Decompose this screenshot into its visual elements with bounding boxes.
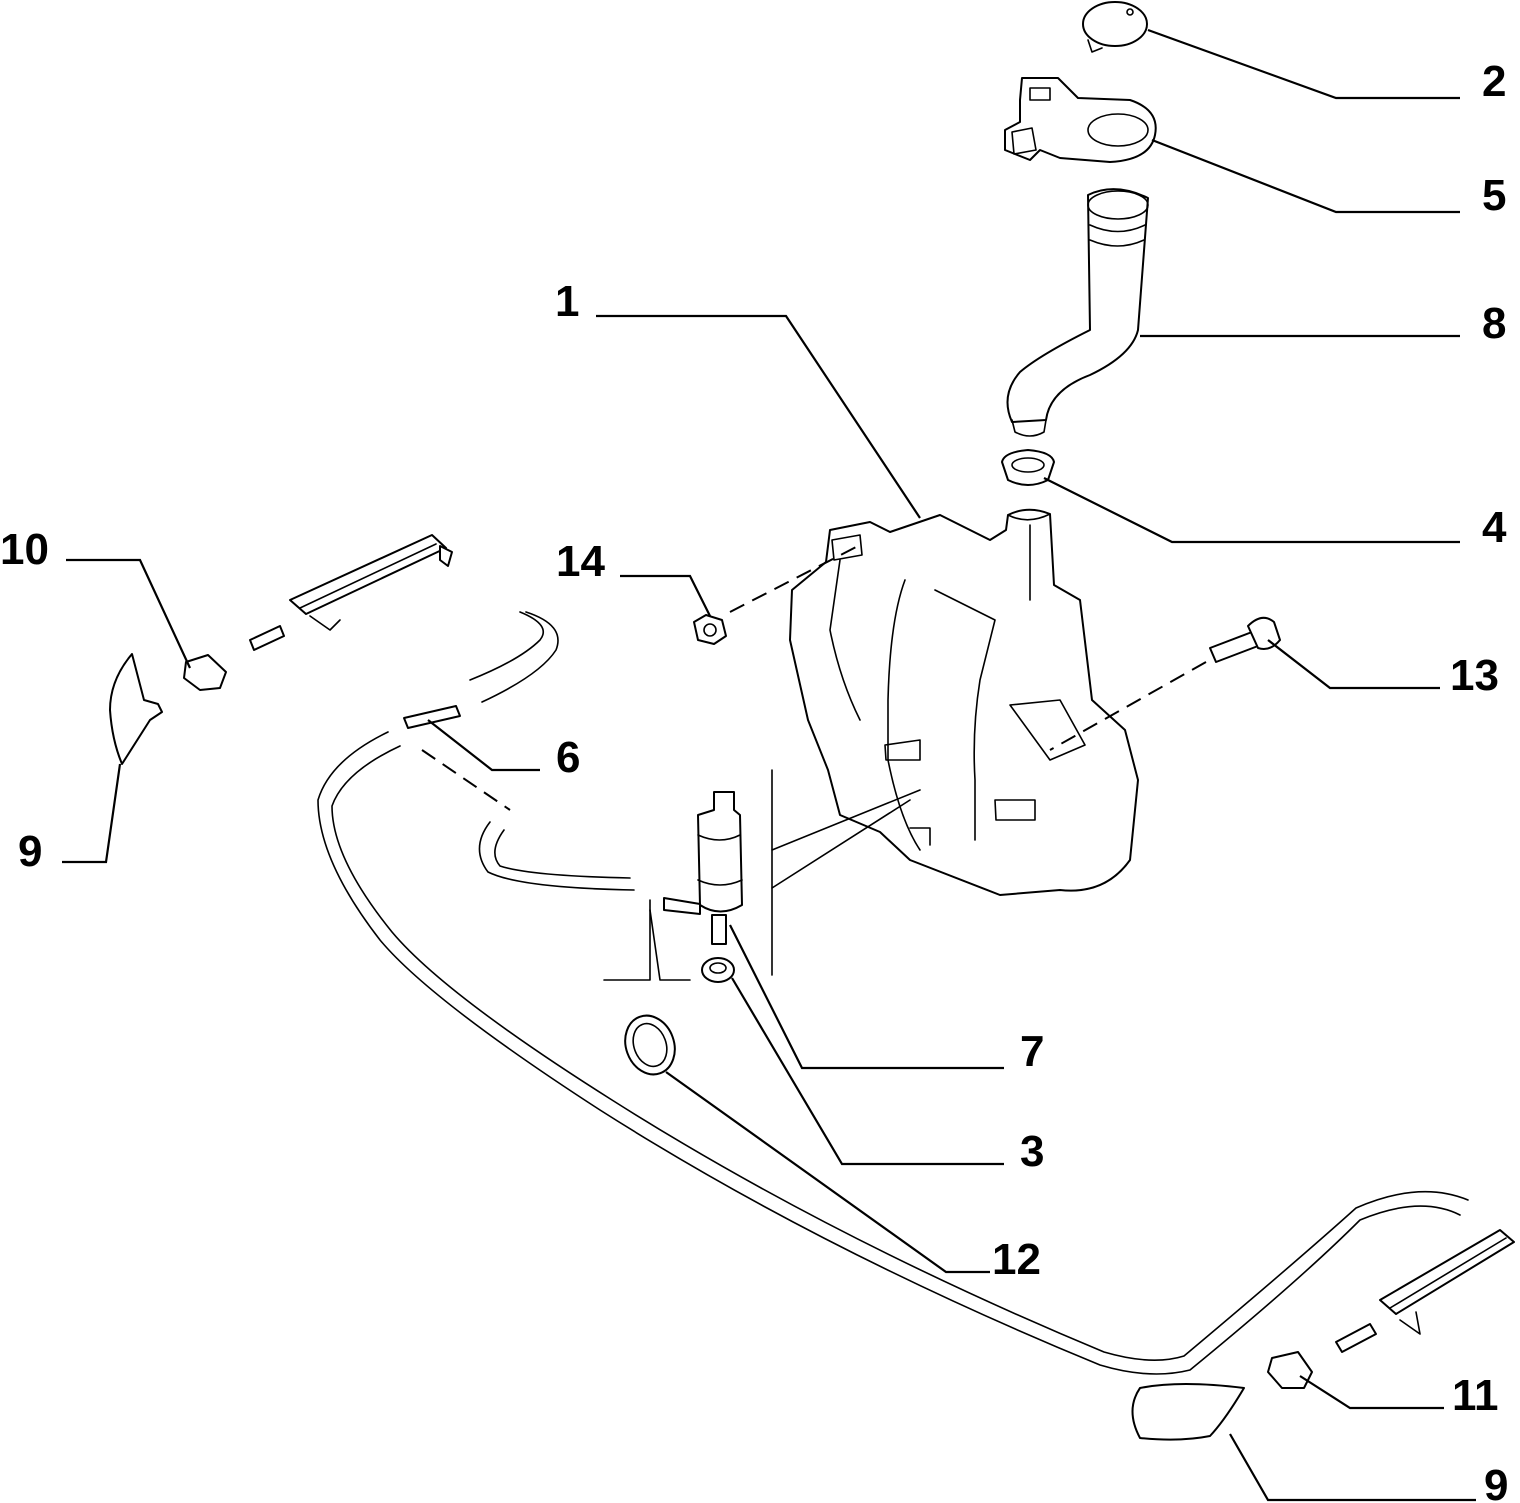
part-nut [693, 614, 727, 645]
assembly-dash-lines [421, 544, 1207, 981]
part-hose-connector [317, 611, 1469, 1375]
callout-2: 2 [1482, 57, 1506, 106]
callout-labels: 2 5 8 4 1 14 13 10 9 6 7 3 12 11 9 [0, 57, 1508, 1503]
part-filler-bracket [1004, 77, 1157, 163]
part-cap [1082, 1, 1148, 53]
part-grommet [1001, 449, 1055, 486]
callout-1: 1 [555, 277, 579, 326]
callout-11: 11 [1452, 1371, 1499, 1420]
callout-6: 6 [556, 733, 580, 782]
part-reservoir-tank [789, 508, 1139, 896]
part-nozzle-left [183, 654, 227, 691]
part-filler-neck [1006, 188, 1149, 437]
callout-8: 8 [1482, 299, 1506, 348]
part-nozzle-cover-right [1131, 1383, 1245, 1441]
part-nozzle-cover-left [109, 653, 163, 765]
callout-4: 4 [1482, 503, 1507, 552]
leader-lines [62, 28, 1476, 1502]
callout-9-left: 9 [18, 827, 42, 876]
part-bolt [1209, 616, 1281, 663]
callout-10: 10 [0, 525, 49, 574]
part-washer-pump [663, 791, 743, 945]
part-nozzle-arm-left [249, 534, 453, 651]
callout-13: 13 [1450, 651, 1499, 700]
part-nozzle-right [1267, 1351, 1313, 1389]
callout-3: 3 [1020, 1127, 1044, 1176]
callout-7: 7 [1020, 1027, 1044, 1076]
callout-12: 12 [992, 1235, 1041, 1284]
callout-14: 14 [556, 537, 605, 586]
part-pump-seal [701, 957, 735, 983]
callout-9-right: 9 [1484, 1461, 1508, 1503]
part-hose-clamp [624, 1014, 676, 1076]
callout-5: 5 [1482, 171, 1506, 220]
part-nozzle-arm-right [1335, 1229, 1515, 1353]
